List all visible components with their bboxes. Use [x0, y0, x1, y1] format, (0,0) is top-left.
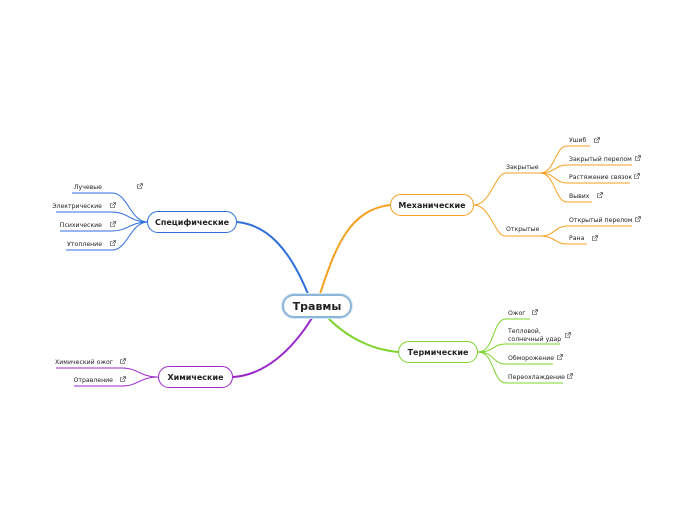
connector-chem: [232, 317, 313, 378]
external-link-icon[interactable]: [594, 137, 600, 143]
external-link-icon[interactable]: [557, 354, 563, 360]
external-link-icon[interactable]: [110, 221, 116, 227]
connector-spec: [236, 221, 309, 295]
connector-closed: [473, 172, 540, 206]
external-link-icon[interactable]: [592, 235, 598, 241]
leaf-open-fracture[interactable]: Открытый перелом: [569, 217, 633, 224]
leaf-drowning[interactable]: Утопление: [67, 241, 102, 248]
subtopic-open[interactable]: Открытые: [506, 226, 540, 233]
external-link-icon[interactable]: [137, 183, 143, 189]
leaf-wound[interactable]: Рана: [569, 235, 585, 242]
leaf-poisoning[interactable]: Отравление: [73, 377, 113, 384]
leaf-sprain[interactable]: Растяжение связок: [569, 174, 633, 181]
external-link-icon[interactable]: [110, 202, 116, 208]
topic-mechanical[interactable]: Механические: [390, 194, 474, 216]
external-link-icon[interactable]: [120, 376, 126, 382]
leaf-bruise[interactable]: Ушиб: [569, 137, 587, 144]
external-link-icon[interactable]: [120, 358, 126, 364]
leaf-heatstroke-line2[interactable]: солнечный удар: [508, 336, 562, 343]
leaf-frostbite[interactable]: Обморожение: [508, 355, 555, 362]
leaf-heatstroke-line1[interactable]: Тепловой,: [508, 328, 541, 335]
leaf-burn[interactable]: Ожог: [508, 310, 526, 317]
leaf-radiation[interactable]: Лучевые: [73, 184, 102, 191]
connector-therm: [327, 317, 399, 353]
external-link-icon[interactable]: [567, 373, 573, 379]
topic-thermal[interactable]: Термические: [398, 341, 478, 363]
leaf-dislocation[interactable]: Вывих: [569, 193, 590, 200]
leaf-chemical-burn[interactable]: Химический ожог: [55, 359, 113, 366]
topic-chemical[interactable]: Химические: [158, 366, 233, 388]
external-link-icon[interactable]: [532, 309, 538, 315]
leaf-electrical[interactable]: Электрические: [52, 203, 102, 210]
external-link-icon[interactable]: [635, 216, 641, 222]
external-link-icon[interactable]: [597, 192, 603, 198]
connector-mech: [319, 204, 391, 295]
external-link-icon[interactable]: [565, 332, 571, 338]
leaf-hypothermia[interactable]: Переохлаждение: [508, 374, 565, 381]
external-link-icon[interactable]: [110, 240, 116, 246]
leaf-closed-fracture[interactable]: Закрытый перелом: [569, 156, 632, 163]
leaf-psychic[interactable]: Психические: [59, 222, 102, 229]
external-link-icon[interactable]: [635, 155, 641, 161]
topic-specific[interactable]: Специфические: [147, 211, 237, 233]
subtopic-closed[interactable]: Закрытые: [506, 164, 539, 171]
external-link-icon[interactable]: [634, 173, 640, 179]
central-topic[interactable]: Травмы: [282, 294, 352, 318]
connector-open: [473, 204, 540, 237]
